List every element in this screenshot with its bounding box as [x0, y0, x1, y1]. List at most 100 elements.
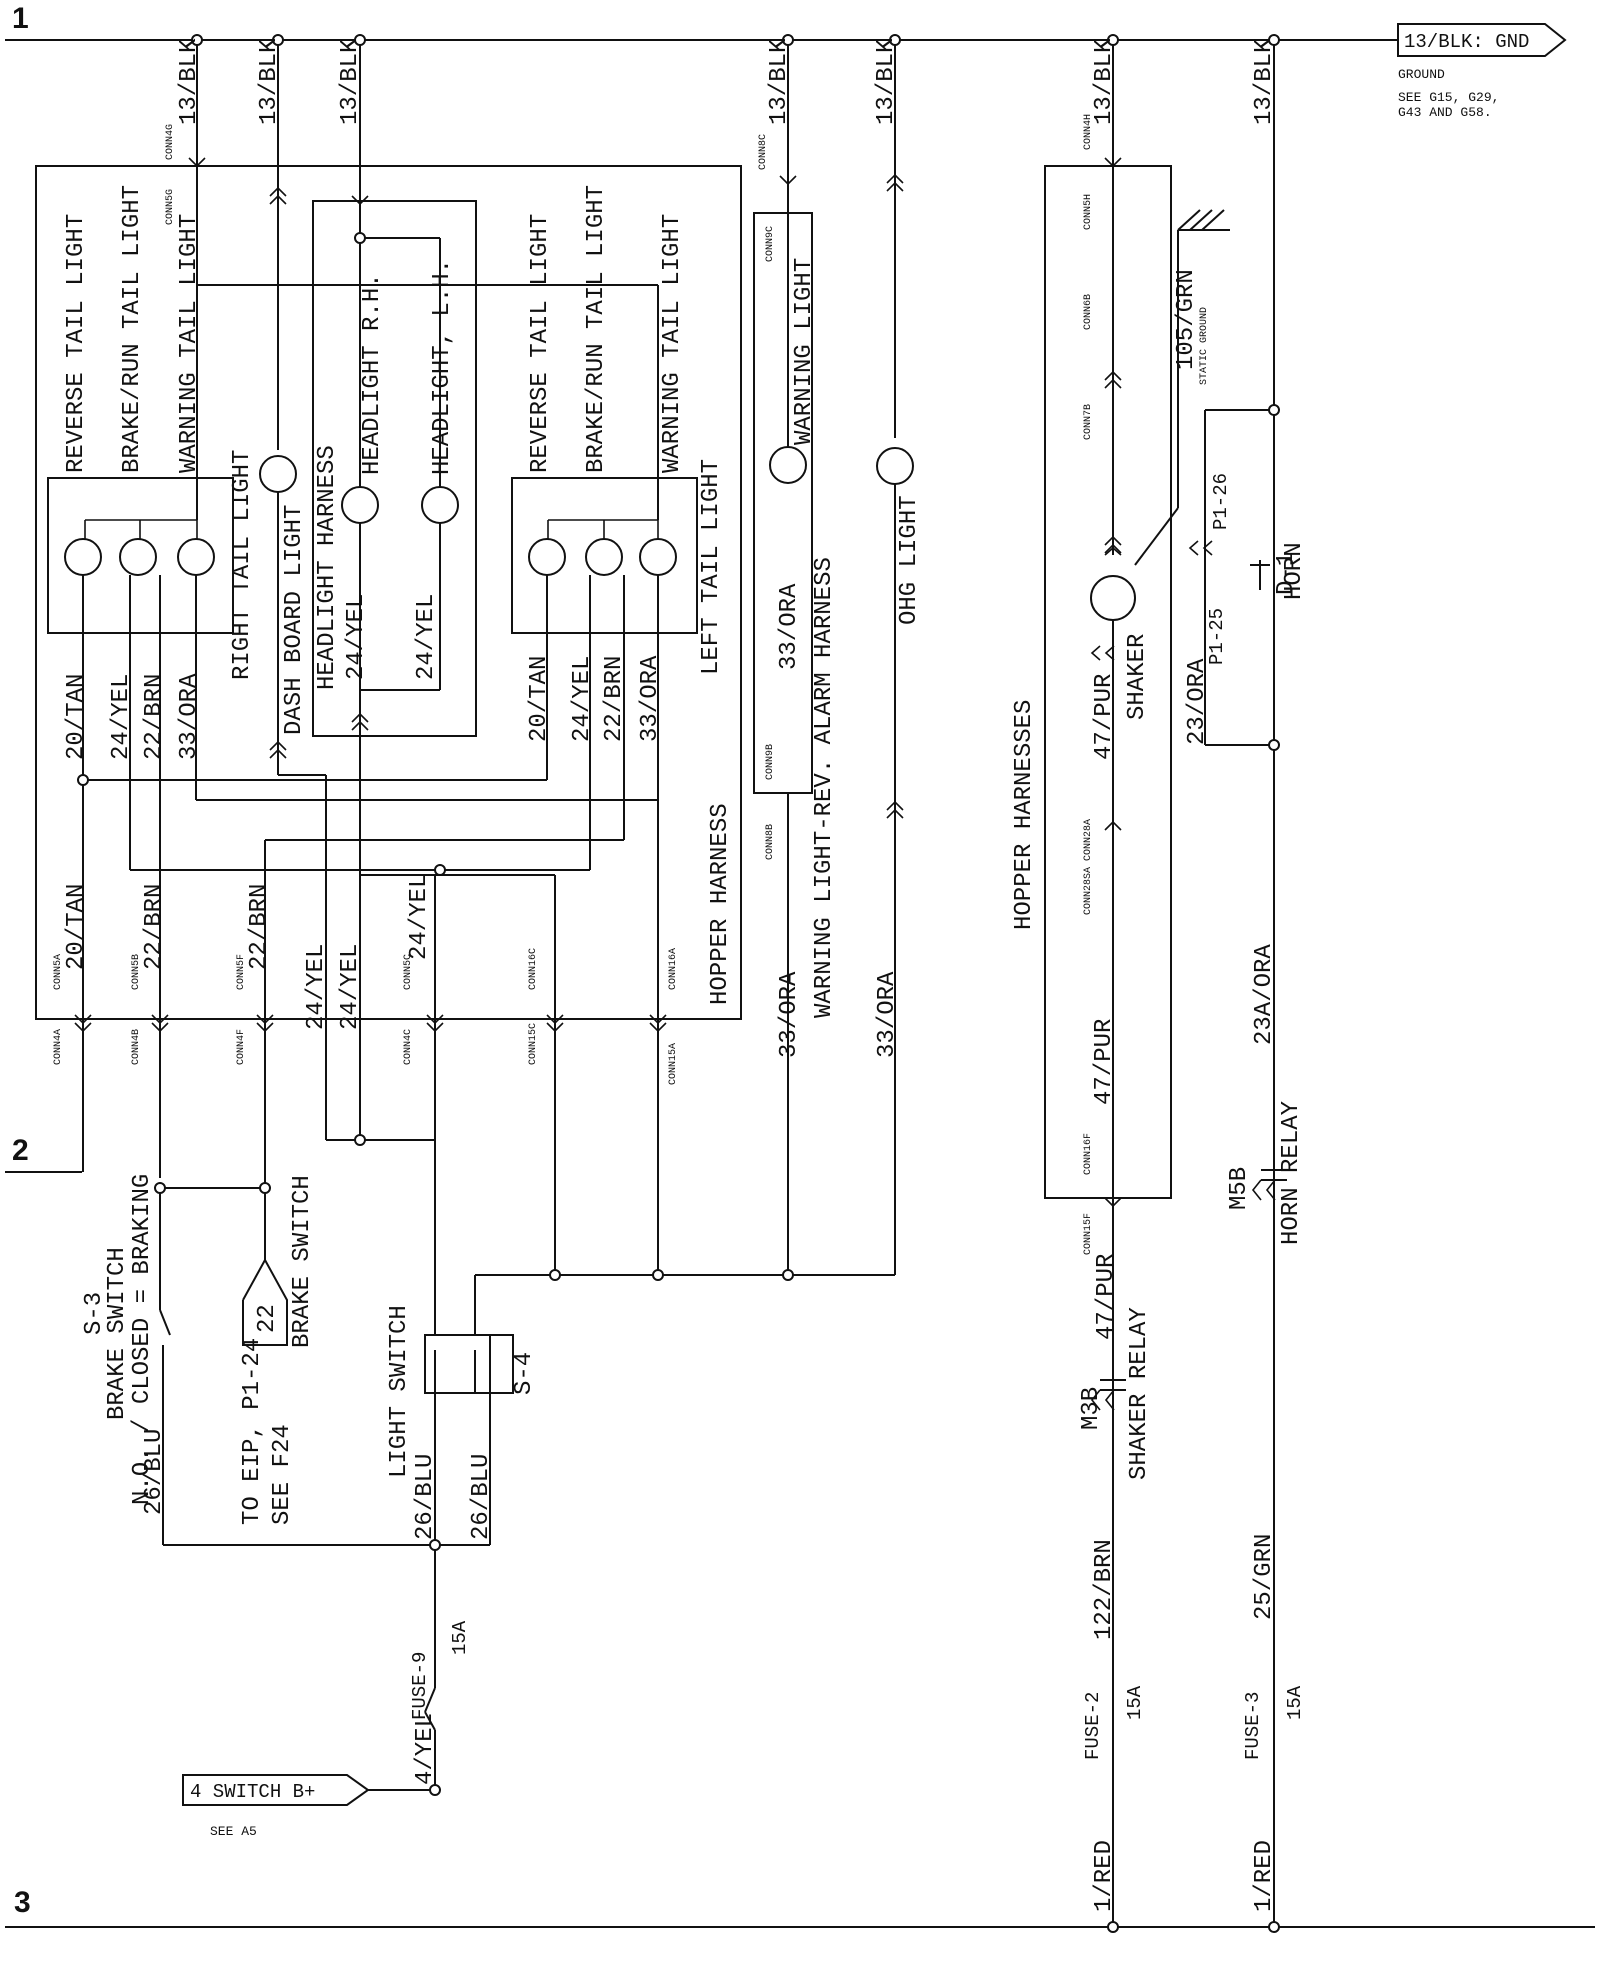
label-headlight-lh: HEADLIGHT, L.H.	[429, 259, 456, 475]
label-m5b: M5B	[1226, 1167, 1253, 1210]
ground-tag	[1397, 23, 1567, 57]
shaker-motor	[1090, 575, 1136, 621]
reverse-lamp-left	[528, 538, 566, 576]
conn-15a: CONN15A	[668, 1043, 679, 1085]
ground-see-1: SEE G15, G29,	[1398, 90, 1499, 105]
wire-ora23a: 23A/ORA	[1251, 944, 1278, 1045]
label-p125: P1-25	[1206, 608, 1228, 665]
wire-pur-bottom: 47/PUR	[1093, 1254, 1120, 1340]
wire-yel-head-2: 24/YEL	[413, 594, 440, 680]
brake-switch-tag	[242, 1257, 288, 1346]
conn-4g: CONN4G	[165, 124, 176, 160]
light-switch-circuit	[182, 1334, 514, 1806]
wire-brn-122: 122/BRN	[1091, 1539, 1118, 1640]
label-warning-light: WARNING LIGHT	[791, 258, 818, 445]
label-alarm-harness: WARNING LIGHT-REV. ALARM HARNESS	[811, 557, 838, 1018]
headlight-harness-box	[312, 200, 477, 737]
label-s4: S-4	[511, 1352, 538, 1395]
ground-tag-label: 13/BLK: GND	[1404, 31, 1529, 53]
label-warning-right: WARNING TAIL LIGHT	[176, 214, 203, 473]
label-reverse-left: REVERSE TAIL LIGHT	[527, 214, 554, 473]
brake-lamp-left	[585, 538, 623, 576]
conn-4h: CONN4H	[1083, 114, 1094, 150]
label-s3: S-3	[81, 1292, 108, 1335]
conn-4a: CONN4A	[53, 1029, 64, 1065]
label-shaker: SHAKER	[1124, 634, 1151, 720]
label-shaker-relay: SHAKER RELAY	[1126, 1307, 1153, 1480]
shaker-horn-circuit	[1112, 209, 1275, 1927]
wire-red-2: 1/RED	[1251, 1840, 1278, 1912]
wire-ora-alarm: 33/ORA	[776, 971, 803, 1058]
hopper-harness-box	[35, 165, 742, 1020]
label-horn-relay: HORN RELAY	[1278, 1101, 1305, 1245]
label-amp-9: 15A	[449, 1620, 471, 1655]
conn-5f: CONN5F	[236, 954, 247, 990]
wire-ora-ohg: 33/ORA	[874, 971, 901, 1058]
line-number-3: 3	[14, 1886, 31, 1919]
conn-4b: CONN4B	[131, 1029, 142, 1065]
conn-5h: CONN5H	[1083, 194, 1094, 230]
wire-grn-25: 25/GRN	[1251, 1534, 1278, 1620]
conn-16a: CONN16A	[668, 948, 679, 990]
conn-15f: CONN15F	[1083, 1213, 1094, 1255]
label-headlight-harness: HEADLIGHT HARNESS	[314, 445, 341, 690]
wire-blk-2: 13/BLK	[256, 38, 283, 125]
line-number-1: 1	[12, 2, 29, 35]
conn-15c: CONN15C	[528, 1023, 539, 1065]
label-p126: P1-26	[1210, 473, 1232, 530]
label-m3b: M3B	[1078, 1387, 1105, 1430]
label-hopper-harnesses: HOPPER HARNESSES	[1011, 700, 1038, 930]
label-brake-right: BRAKE/RUN TAIL LIGHT	[119, 185, 146, 473]
wire-yel-mid2: 24/YEL	[337, 944, 364, 1030]
wire-blk-6: 13/BLK	[1091, 38, 1118, 125]
brake-lamp-right	[119, 538, 157, 576]
label-to-eip: TO EIP, P1-24	[239, 1338, 266, 1525]
wire-blk-5: 13/BLK	[873, 38, 900, 125]
wire-brn-mid: 22/BRN	[141, 884, 168, 970]
label-amp-3: 15A	[1284, 1685, 1306, 1720]
label-right-tail: RIGHT TAIL LIGHT	[229, 450, 256, 680]
conn-4c: CONN4C	[403, 1029, 414, 1065]
wire-red-1: 1/RED	[1091, 1840, 1118, 1912]
warning-lamp-right	[177, 538, 215, 576]
conn-16f: CONN16F	[1083, 1133, 1094, 1175]
wire-brn-right: 22/BRN	[141, 674, 168, 760]
conn-9b: CONN9B	[765, 744, 776, 780]
label-horn: HORN	[1281, 542, 1308, 600]
dash-board-lamp	[259, 455, 297, 493]
conn-28: CONN28SA CONN28A	[1083, 819, 1094, 915]
label-ohg: OHG LIGHT	[896, 495, 923, 625]
alarm-harness-box	[753, 212, 813, 794]
reverse-lamp-right	[64, 538, 102, 576]
wire-yel-mid1: 24/YEL	[303, 944, 330, 1030]
conn-5a: CONN5A	[53, 954, 64, 990]
wire-yel-4: 4/YEL	[412, 1713, 439, 1785]
switch-b-plus-tag	[182, 1774, 370, 1806]
right-tail-light-box	[47, 477, 234, 634]
wire-blu-3: 26/BLU	[468, 1454, 495, 1540]
hopper-harnesses-box	[1044, 165, 1172, 1199]
wire-yel-head-1: 24/YEL	[343, 594, 370, 680]
label-hopper-harness: HOPPER HARNESS	[707, 803, 734, 1005]
label-amp-2: 15A	[1124, 1685, 1146, 1720]
wire-grn-105: 105/GRN	[1173, 269, 1200, 370]
wire-brn-left: 22/BRN	[601, 656, 628, 742]
label-warning-left: WARNING TAIL LIGHT	[659, 214, 686, 473]
left-tail-light-box	[511, 477, 698, 634]
junctions	[77, 34, 1280, 1933]
connector-labels: CONN4G CONN5G CONN8C CONN9C CONN9B CONN8…	[53, 114, 1094, 1255]
label-brake-switch: BRAKE SWITCH	[104, 1247, 131, 1420]
headlight-lh-lamp	[421, 486, 459, 524]
ground-label: GROUND	[1398, 67, 1445, 82]
wire-blk-1: 13/BLK	[176, 38, 203, 125]
conn-9c: CONN9C	[765, 226, 776, 262]
connector-chevrons	[74, 157, 1213, 1208]
orange-bus	[474, 484, 896, 1335]
wire-pur-mid: 47/PUR	[1091, 1019, 1118, 1105]
label-brake-switch-2: BRAKE SWITCH	[289, 1175, 316, 1348]
wire-yel-left: 24/YEL	[569, 656, 596, 742]
tail-light-wires	[82, 492, 659, 1335]
wire-blk-4: 13/BLK	[766, 38, 793, 125]
wire-ora-right: 33/ORA	[176, 673, 203, 760]
